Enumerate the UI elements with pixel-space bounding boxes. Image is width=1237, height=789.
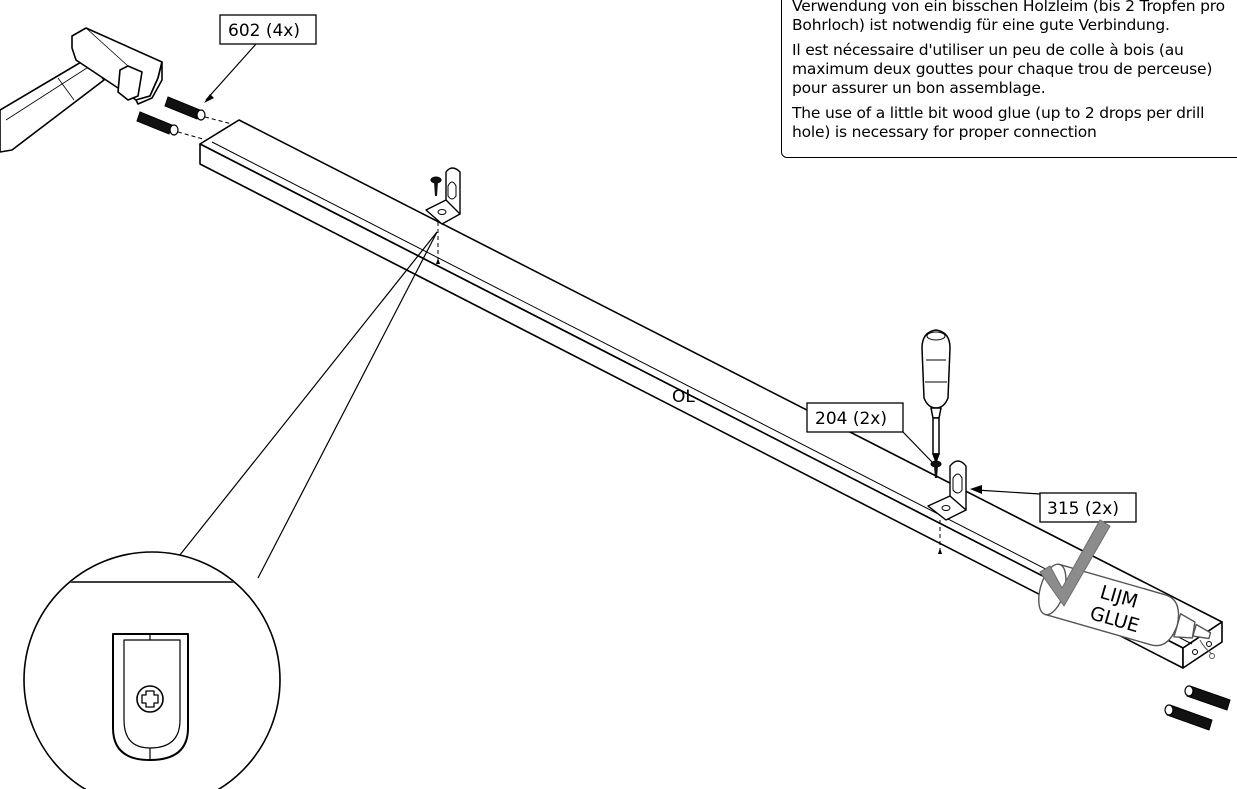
hammer-icon <box>0 27 163 153</box>
dowel-icon-right <box>1164 685 1231 731</box>
callout-brackets-text: 315 (2x) <box>1047 499 1119 519</box>
guide-arrow-right <box>938 548 942 554</box>
callout-screws: 204 (2x) <box>806 402 933 463</box>
dowel-icon <box>136 96 206 136</box>
end-holes <box>1192 641 1212 655</box>
callout-screws-text: 204 (2x) <box>815 409 887 429</box>
board-label: OL <box>672 387 695 407</box>
screwdriver-icon <box>921 329 951 463</box>
note-german: Verwendung von ein bisschen Holzleim (bi… <box>792 0 1225 34</box>
checkmark-icon <box>1039 519 1111 607</box>
guide-arrow-left <box>436 258 440 264</box>
magnifier-detail <box>23 231 438 789</box>
bracket-icon-left <box>425 167 461 225</box>
callout-dowels-text: 602 (4x) <box>228 21 300 41</box>
board <box>199 119 1223 669</box>
note-french: Il est nécessaire d'utiliser un peu de c… <box>792 41 1213 97</box>
glue-instruction-note: Verwendung von ein bisschen Holzleim (bi… <box>781 0 1237 158</box>
dowel-guides <box>177 116 233 140</box>
note-english: The use of a little bit wood glue (up to… <box>792 104 1205 141</box>
bracket-icon-right <box>927 460 967 521</box>
callout-brackets: 315 (2x) <box>970 485 1137 523</box>
callout-dowels: 602 (4x) <box>204 14 317 103</box>
screw-icon-left <box>430 176 442 196</box>
